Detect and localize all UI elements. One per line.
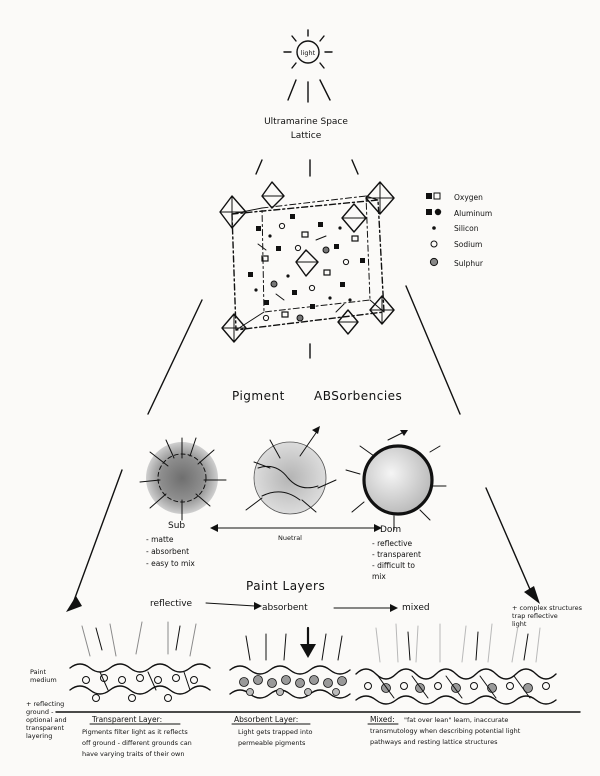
- sphere-neutral: [245, 426, 337, 515]
- corner-octahedron-bl: [221, 313, 247, 343]
- sub-bullet-1: - absorbent: [146, 547, 189, 556]
- mixed-line-1: transmutology when describing potential …: [370, 727, 521, 735]
- mixed-line-2: pathways and resting lattice structures: [370, 738, 498, 746]
- transparent-line-1: off ground - different grounds can: [82, 739, 192, 747]
- left-note-ground-line-2: optional and: [26, 716, 67, 724]
- panel-transparent-layer: [69, 621, 211, 702]
- absorbency-title-left: Pigment: [232, 389, 285, 403]
- sun-label: light: [301, 49, 316, 57]
- transparent-line-0: Pigments filter light as it reflects: [82, 728, 188, 736]
- transparent-line-2: have varying traits of their own: [82, 750, 184, 758]
- flow-label-absorbent: absorbent: [262, 603, 308, 613]
- dom-label: Dom: [380, 525, 401, 535]
- left-note-ground-line-4: layering: [26, 732, 52, 740]
- lattice-atoms: [248, 214, 365, 322]
- sub-bullets: - matte - absorbent - easy to mix: [146, 535, 195, 568]
- absorbency-title-right: ABSorbencies: [314, 389, 402, 403]
- lattice-cube: [219, 181, 395, 343]
- right-note-line-0: + complex structures: [512, 604, 583, 612]
- dom-bullet-2: - difficult to: [372, 561, 415, 570]
- mixed-caption-text: "fat over lean" learn, inaccurate transmu…: [370, 716, 521, 746]
- legend-marker-sodium: [430, 240, 438, 248]
- mixed-line-0: "fat over lean" learn, inaccurate: [404, 716, 508, 724]
- flow-arrows: [205, 602, 398, 612]
- light-rays-upper: [287, 79, 331, 103]
- spectrum-arrow: [210, 524, 382, 532]
- title-line-2: Lattice: [291, 131, 322, 141]
- transparent-caption-text: Pigments filter light as it reflects off …: [82, 728, 192, 758]
- legend-label-oxygen: Oxygen: [454, 193, 483, 202]
- sphere-sub: [139, 437, 227, 521]
- left-note-ground-line-1: ground -: [26, 708, 54, 716]
- legend-label-silicon: Silicon: [454, 224, 479, 233]
- corner-octahedron-bm: [337, 309, 359, 335]
- absorbent-line-1: permeable pigments: [238, 739, 306, 747]
- legend-marker-oxygen: [426, 193, 432, 199]
- sub-label: Sub: [168, 521, 185, 531]
- left-note-ground-line-3: transparent: [26, 724, 64, 732]
- dom-bullet-0: - reflective: [372, 539, 413, 548]
- sub-bullet-0: - matte: [146, 535, 174, 544]
- transparent-caption-title: Transparent Layer:: [91, 715, 162, 724]
- corner-octahedron-br: [369, 295, 395, 325]
- legend-label-sulphur: Sulphur: [454, 259, 484, 268]
- sub-bullet-2: - easy to mix: [146, 559, 195, 568]
- flow-label-reflective: reflective: [150, 599, 193, 609]
- center-octahedron: [295, 249, 319, 277]
- absorbent-caption-text: Light gets trapped into permeable pigment…: [238, 728, 313, 747]
- dom-bullet-1: - transparent: [372, 550, 421, 559]
- legend-marker-aluminum: [426, 209, 432, 215]
- left-note-medium-line-1: medium: [30, 676, 57, 684]
- legend-label-aluminum: Aluminum: [454, 209, 492, 218]
- paint-layers-title: Paint Layers: [246, 579, 325, 593]
- sphere-dom: [345, 430, 447, 531]
- spectrum-label: Nuetral: [278, 534, 302, 542]
- light-rays-lower: [255, 159, 359, 177]
- dom-bullets: - reflective - transparent - difficult to m…: [372, 539, 421, 581]
- element-legend: [426, 192, 442, 267]
- legend-marker-silicon: [432, 226, 436, 230]
- sun-icon: [283, 29, 333, 69]
- pyramid-outline: [66, 285, 540, 612]
- mixed-caption-title: Mixed:: [370, 715, 395, 724]
- left-note-medium-line-0: Paint: [30, 668, 47, 676]
- corner-octahedron-tm: [261, 181, 285, 209]
- absorb-arrow-icon: [300, 644, 316, 658]
- title-line-1: Ultramarine Space: [264, 117, 348, 127]
- absorbent-line-0: Light gets trapped into: [238, 728, 313, 736]
- left-note-ground-line-0: + reflecting: [26, 700, 64, 708]
- panel-mixed-layer: [355, 623, 557, 705]
- right-note-line-2: light: [512, 620, 527, 628]
- corner-octahedron-tl: [219, 195, 247, 229]
- flow-label-mixed: mixed: [402, 603, 430, 613]
- absorbent-caption-title: Absorbent Layer:: [234, 715, 298, 724]
- legend-marker-sulphur: [429, 257, 439, 267]
- dom-bullet-3: mix: [372, 572, 386, 581]
- legend-label-sodium: Sodium: [454, 240, 482, 249]
- panel-absorbent-layer: [229, 626, 351, 699]
- right-note-line-1: trap reflective: [512, 612, 558, 620]
- corner-octahedron-mr: [341, 203, 367, 233]
- corner-octahedron-tr: [365, 181, 395, 215]
